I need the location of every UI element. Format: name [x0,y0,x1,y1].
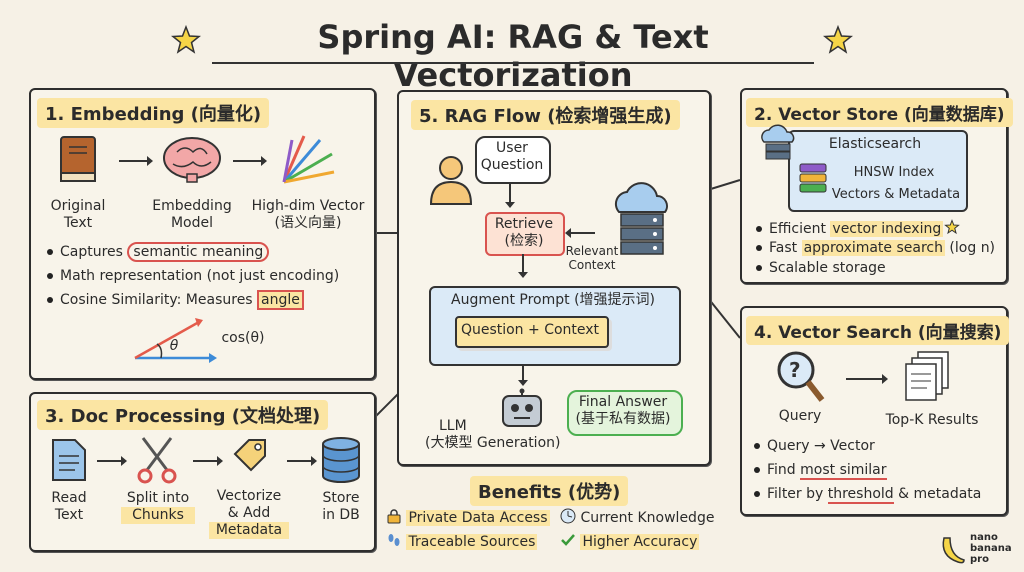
arrow-right-icon [193,456,223,466]
bullet-filter: Filter by threshold & metadata [754,486,981,504]
arrow-right-icon [287,456,317,466]
magnifier-question-icon: ? [777,351,825,402]
cloud-server-icon [761,124,795,160]
arrow-right-icon [119,156,153,166]
scissors-icon [137,437,177,484]
star-icon [822,24,854,54]
final-answer-bubble [567,390,683,436]
benefits-title: Benefits (优势) [470,476,629,506]
arrow-right-icon [97,456,127,466]
bullet-approx-search: Fast approximate search (log n) [756,240,995,256]
theta-label: θ [169,338,179,354]
benefit-accuracy: Higher Accuracy [560,532,700,550]
layers-icon [799,163,827,193]
llm-label: LLM(大模型 Generation) [425,418,561,451]
documents-stack-icon [905,351,949,401]
benefit-private: Private Data Access [386,508,550,526]
query-label: Query [778,408,822,424]
banana-logo-icon [942,537,965,564]
vector-store-title: 2. Vector Store (向量数据库) [746,98,1013,127]
bullet-semantic: Captures semantic meaning [47,242,270,262]
bullet-cosine: Cosine Similarity: Measures angle [47,290,304,310]
star-icon [944,219,961,235]
elasticsearch-label: Elasticsearch [828,136,922,152]
vector-search-title: 4. Vector Search (向量搜索) [746,316,1010,345]
star-icon [170,24,202,54]
bullet-indexing: Efficient vector indexing [756,219,961,237]
document-icon [52,439,86,481]
benefit-current: Current Knowledge [560,508,714,526]
title-underline [212,62,814,64]
title-banner: Spring AI: RAG & Text Vectorization [170,14,854,94]
user-question-bubble [475,136,551,184]
elasticsearch-box [788,130,968,212]
hnsw-index-label: HNSW Index [853,165,935,180]
database-icon [322,437,360,483]
retrieve-box [485,212,565,256]
bullet-scalable: Scalable storage [756,260,886,276]
user-icon [429,156,473,205]
arrow-down-icon [518,364,528,386]
vector-search-panel: 4. Vector Search (向量搜索) ? Query Top-K Re… [740,306,1010,516]
robot-icon [502,388,542,427]
doc-processing-title: 3. Doc Processing (文档处理) [37,400,329,430]
question-context-box [455,316,609,348]
vector-store-panel: 2. Vector Store (向量数据库) Elasticsearch HN… [740,88,1013,284]
bullet-math: Math representation (not just encoding) [47,268,339,284]
svg-text:?: ? [789,358,801,382]
bullet-query-vector: Query → Vector [754,438,875,454]
vector-arrows-icon [282,135,335,184]
book-icon [60,136,96,182]
augment-prompt-label: Augment Prompt (增强提示词) [451,292,655,308]
vectors-metadata-label: Vectors & Metadata [831,187,961,202]
question-context-label: Question + Context [460,322,600,338]
check-icon [561,534,575,546]
final-answer-label: Final Answer(基于私有数据) [575,394,671,427]
embedding-title: 1. Embedding (向量化) [37,98,270,128]
arrow-down-icon [518,254,528,278]
brain-icon [163,137,221,183]
arrow-right-icon [846,374,888,384]
clock-icon [560,508,576,524]
topk-results-label: Top-K Results [885,412,979,428]
bullet-most-similar: Find most similar [754,462,887,480]
rag-flow-title: 5. RAG Flow (检索增强生成) [411,100,680,130]
tag-icon [233,439,266,472]
benefit-traceable: Traceable Sources [386,532,538,550]
cloud-server-icon [614,182,668,255]
footprints-icon [388,534,400,546]
arrow-down-icon [505,184,515,208]
cos-theta-label: cos(θ) [221,330,265,346]
lock-icon [387,509,401,524]
arrow-left-icon [565,228,595,238]
high-dim-vector-label: High-dim Vector(语义向量) [251,198,365,231]
retrieve-label: Retrieve(检索) [494,216,554,249]
angle-diagram [134,318,217,363]
arrow-right-icon [233,156,267,166]
